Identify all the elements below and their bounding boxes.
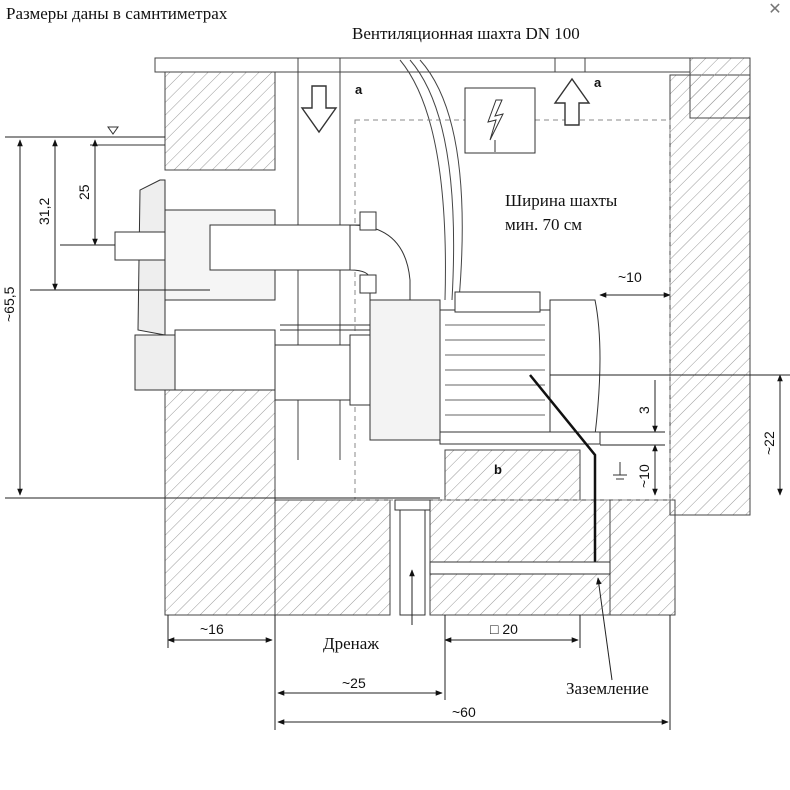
counterflow-unit <box>114 179 441 441</box>
dim-16: ~16 <box>200 621 224 637</box>
shaft-title: Вентиляционная шахта DN 100 <box>352 24 580 43</box>
ground-label: Заземление <box>566 679 649 698</box>
shaft-width-label-2: мин. 70 см <box>505 215 582 234</box>
dim-10-top: ~10 <box>618 269 642 285</box>
shaft-width-label-1: Ширина шахты <box>505 191 618 210</box>
arrow-up-icon <box>553 77 591 126</box>
dim-60: ~60 <box>452 704 476 720</box>
dim-22: ~22 <box>761 431 777 455</box>
dim-31-2: 31,2 <box>36 198 52 225</box>
dim-10-right: ~10 <box>636 464 652 488</box>
letter-a-right: a <box>594 75 602 90</box>
dimension-lines <box>5 136 790 730</box>
water-level-icon <box>90 126 165 146</box>
dim-25-horizontal: ~25 <box>342 675 366 691</box>
close-icon[interactable]: ✕ <box>768 0 782 18</box>
ground-bar <box>429 561 611 575</box>
dim-20: □ 20 <box>490 621 518 637</box>
ground-symbol-icon <box>613 462 627 480</box>
electrical-hazard-icon <box>464 87 536 154</box>
arrow-down-icon <box>300 85 338 134</box>
dim-25-vertical: 25 <box>76 184 92 200</box>
units-note: Размеры даны в самнтиметрах <box>6 4 228 23</box>
letter-a-left: a <box>355 82 363 97</box>
dim-3: 3 <box>636 406 652 414</box>
ground-wire <box>529 374 597 565</box>
dim-65-5: ~65,5 <box>1 286 17 322</box>
walls <box>154 57 751 616</box>
letter-b: b <box>494 462 502 477</box>
pump-motor <box>439 291 601 445</box>
drain-label: Дренаж <box>323 634 379 653</box>
